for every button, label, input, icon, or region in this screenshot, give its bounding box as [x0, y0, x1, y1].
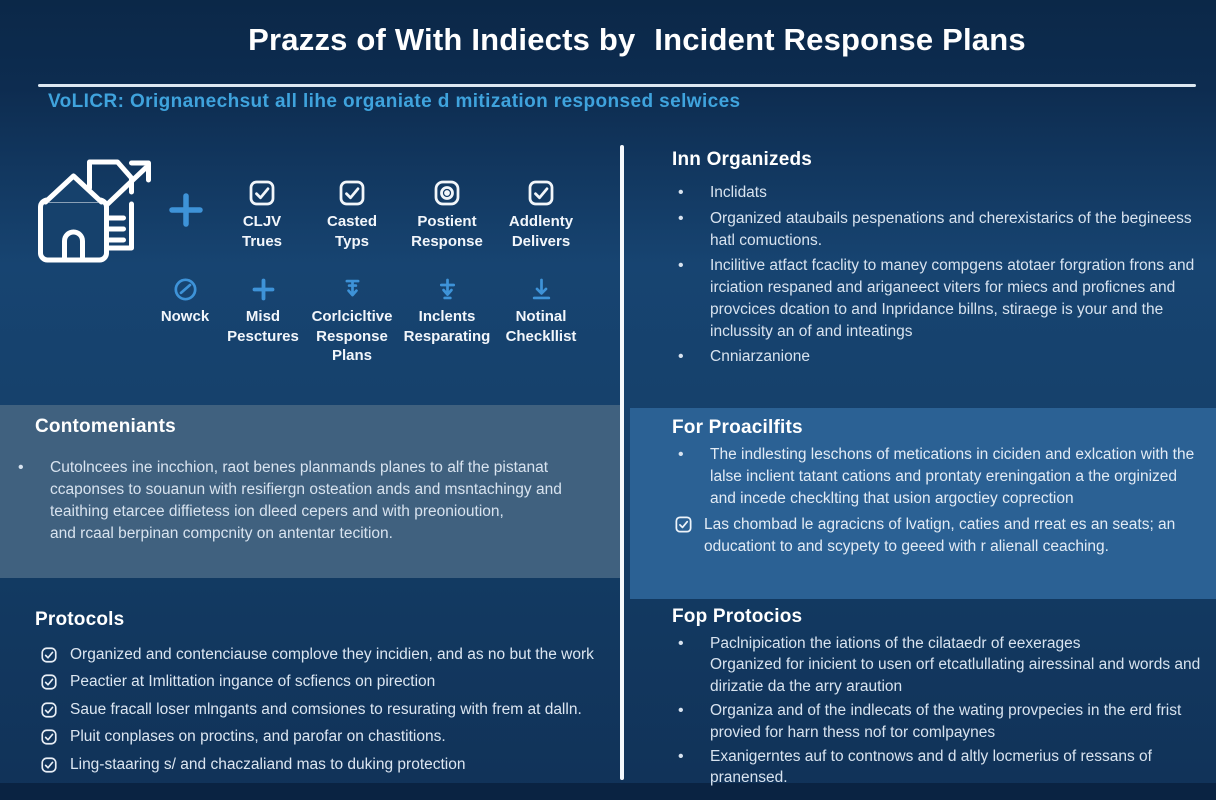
checklist-item: Pluit conplases on proctins, and parofar… [40, 727, 610, 746]
list-item-text: Cutolncees ine incchion, raot benes plan… [50, 459, 562, 542]
checklist-item-text: Ling-staaring s/ and chaczaliand mas to … [70, 755, 466, 773]
checklist-item: Saue fracall loser mlngants and comsione… [40, 700, 610, 719]
grid-item-nowck: Nowck [137, 276, 233, 327]
list-item-text: Exanigerntes auf to contnows and d altly… [710, 747, 1152, 787]
grid-item-addlenty-delivers: Addlenty Delivers [493, 178, 589, 251]
left-highlight-band [0, 405, 621, 578]
bullet-dot-icon [674, 746, 710, 768]
for-proacilfits-list: The indlesting leschons of metications i… [674, 444, 1202, 561]
checklist-item: Ling-staaring s/ and chaczaliand mas to … [40, 755, 610, 774]
bullet-dot-icon [674, 346, 710, 369]
page-title: Prazzs of With Indiects by Incident Resp… [0, 22, 1216, 58]
list-item-text: Las chombad le agracicns of lvatign, cat… [704, 516, 1176, 555]
checkbox-icon [214, 178, 310, 208]
list-item: Organized ataubails pespenations and che… [674, 208, 1202, 252]
checklist-item-text: Pluit conplases on proctins, and parofar… [70, 728, 446, 746]
protocols-list: Organized and contenciause complove they… [40, 645, 610, 782]
list-item-text: The indlesting leschons of metications i… [710, 446, 1195, 507]
section-title-fop-protocios: Fop Protocios [672, 606, 803, 627]
checkbox-icon [40, 672, 70, 691]
list-item: Paclnipication the iations of the cilata… [674, 633, 1202, 697]
checkbox-icon [304, 178, 400, 208]
list-item: Organiza and of the indlecats of the wat… [674, 700, 1202, 743]
bullet-dot-icon [674, 700, 710, 722]
checkbox-icon [40, 755, 70, 774]
vertical-divider [620, 145, 624, 780]
checklist-item: Organized and contenciause complove they… [40, 645, 610, 664]
bullet-dot-icon [674, 255, 710, 278]
grid-item-inclents-resparating: Inclents Resparating [399, 276, 495, 346]
page-title-rest: Incident Response Plans [654, 22, 1026, 57]
list-item: Exanigerntes auf to contnows and d altly… [674, 746, 1202, 789]
page-title-bold: Prazzs of With Indiects by [248, 22, 636, 57]
page-subtitle: VoLICR: Orignanechsut all lihe organiate… [48, 91, 741, 112]
list-item-text: Incilitive atfact fcaclity to maney comp… [710, 256, 1195, 340]
list-item: Incilitive atfact fcaclity to maney comp… [674, 255, 1202, 343]
section-title-protocols: Protocols [35, 609, 125, 630]
list-item-text: Cnniarzanione [710, 347, 810, 365]
list-item-text: Paclnipication the iations of the cilata… [710, 635, 1201, 695]
list-item: The indlesting leschons of metications i… [674, 444, 1202, 510]
list-item: Inclidats [674, 182, 1202, 205]
checkbox-icon [40, 700, 70, 719]
grid-item-postient-response: Postient Response [399, 178, 495, 251]
title-rule [38, 84, 1196, 87]
list-item-text: Organiza and of the indlecats of the wat… [710, 702, 1182, 741]
bullet-dot-icon [14, 457, 50, 480]
list-item: Cnniarzanione [674, 346, 1202, 369]
checkbox-icon [40, 727, 70, 746]
checkbox-icon [493, 178, 589, 208]
inn-organizeds-list: Inclidats Organized ataubails pespenatio… [674, 182, 1202, 371]
grid-item-label: Notinal Checkllist [505, 308, 577, 345]
grid-item-misd-pesctures: Misd Pesctures [215, 276, 311, 346]
arrow-bars-icon [304, 276, 400, 303]
grid-item-casted-typs: Casted Typs [304, 178, 400, 251]
checklist-item-text: Peactier at Imlittation ingance of scfie… [70, 673, 436, 691]
grid-item-cljv-trues: CLJV Trues [214, 178, 310, 251]
checklist-item-text: Organized and contenciause complove they… [70, 646, 594, 663]
plus-divider-icon [166, 190, 206, 230]
grid-item-label: Postient Response [411, 213, 483, 250]
checklist-item: Peactier at Imlittation ingance of scfie… [40, 672, 610, 691]
grid-item-label: Misd Pesctures [227, 308, 299, 345]
fop-protocios-list: Paclnipication the iations of the cilata… [674, 633, 1202, 792]
checkbox-icon [674, 514, 704, 534]
bottom-strip [0, 783, 1216, 800]
checkbox-icon [40, 645, 70, 664]
bullet-dot-icon [674, 208, 710, 231]
grid-item-label: Casted Typs [326, 213, 378, 250]
plus-icon [215, 276, 311, 303]
list-item: Las chombad le agracicns of lvatign, cat… [674, 514, 1202, 558]
list-item: Cutolncees ine incchion, raot benes plan… [14, 457, 610, 545]
checklist-item-text: Saue fracall loser mlngants and comsione… [70, 700, 582, 718]
target-icon [399, 178, 495, 208]
arrow-cross-icon [399, 276, 495, 303]
grid-item-notinal-checkllist: Notinal Checkllist [493, 276, 589, 346]
grid-item-label: Inclents Resparating [403, 308, 491, 345]
download-icon [493, 276, 589, 303]
contomeniants-list: Cutolncees ine incchion, raot benes plan… [14, 457, 610, 548]
bullet-dot-icon [674, 633, 710, 655]
section-title-for-proacilfits: For Proacilfits [672, 417, 803, 438]
section-title-inn-organizeds: Inn Organizeds [672, 149, 813, 170]
slashed-circle-icon [137, 276, 233, 303]
bullet-dot-icon [674, 444, 710, 467]
house-growth-icon [30, 150, 165, 268]
grid-item-label: CLJV Trues [241, 213, 283, 250]
list-item-text: Inclidats [710, 184, 767, 201]
bullet-dot-icon [674, 182, 710, 205]
section-title-contomeniants: Contomeniants [35, 416, 176, 437]
list-item-text: Organized ataubails pespenations and che… [710, 209, 1192, 249]
right-highlight-band [630, 408, 1216, 599]
grid-item-label: Corlcicltive Response Plans [311, 308, 393, 364]
grid-item-corlcicltive-response-plans: Corlcicltive Response Plans [304, 276, 400, 366]
grid-item-label: Nowck [160, 308, 210, 325]
grid-item-label: Addlenty Delivers [508, 213, 574, 250]
